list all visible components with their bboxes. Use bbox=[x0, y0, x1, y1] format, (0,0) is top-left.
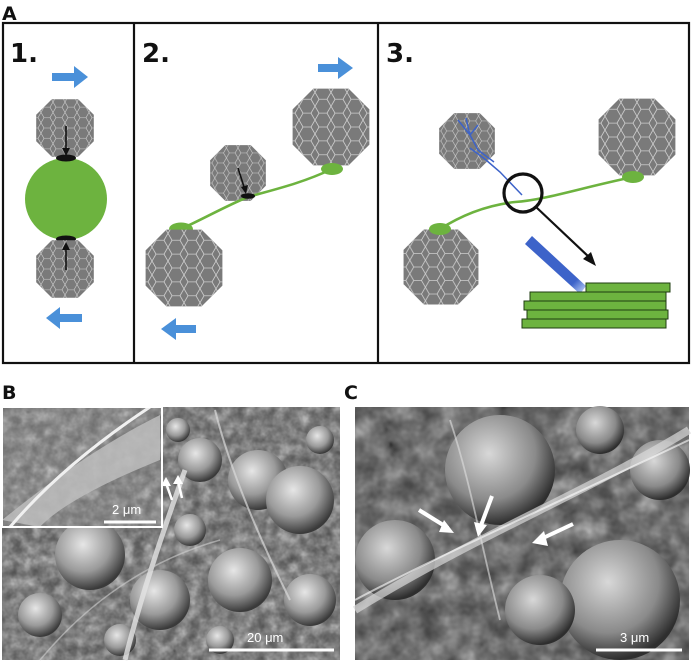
virion-icon bbox=[292, 88, 370, 166]
zoom-arrow bbox=[535, 206, 591, 259]
anchor-site bbox=[622, 171, 644, 183]
attachment-site bbox=[241, 193, 255, 199]
sem-image-b bbox=[2, 407, 340, 661]
sem-inset-b bbox=[1, 405, 163, 528]
arrow-left-icon bbox=[161, 318, 196, 340]
anchor-site bbox=[429, 223, 451, 235]
blue-rod bbox=[525, 236, 586, 294]
virion-icon bbox=[145, 229, 223, 307]
arrow-right-icon bbox=[318, 57, 353, 79]
arrow-right-icon bbox=[52, 66, 88, 88]
step-label-3: 3. bbox=[386, 39, 414, 69]
step-label-1: 1. bbox=[10, 39, 38, 69]
arrow-icon bbox=[540, 522, 574, 541]
scale-bar-label-inset: 2 μm bbox=[112, 502, 141, 517]
arrow-left-icon bbox=[46, 307, 82, 329]
anchor-site bbox=[321, 163, 343, 175]
fibril-stack-icon bbox=[521, 282, 671, 329]
virion-icon bbox=[598, 98, 676, 176]
scale-bar-label-b: 20 μm bbox=[247, 630, 283, 645]
attachment-site-top bbox=[56, 154, 76, 162]
panel-label-c: C bbox=[344, 382, 358, 404]
panel-label-b: B bbox=[2, 382, 16, 404]
sem-image-c bbox=[352, 406, 692, 660]
green-fiber bbox=[439, 175, 634, 231]
step-label-2: 2. bbox=[142, 39, 170, 69]
panel-a-frame bbox=[1, 21, 691, 365]
green-vesicle bbox=[25, 158, 107, 240]
blue-fiber bbox=[457, 117, 523, 196]
arrow-icon bbox=[478, 495, 494, 529]
scale-bar-label-c: 3 μm bbox=[620, 630, 649, 645]
magnifier-icon bbox=[502, 172, 544, 214]
virion-icon bbox=[403, 229, 479, 305]
panel-label-a: A bbox=[2, 3, 17, 25]
virion-icon bbox=[210, 145, 266, 201]
